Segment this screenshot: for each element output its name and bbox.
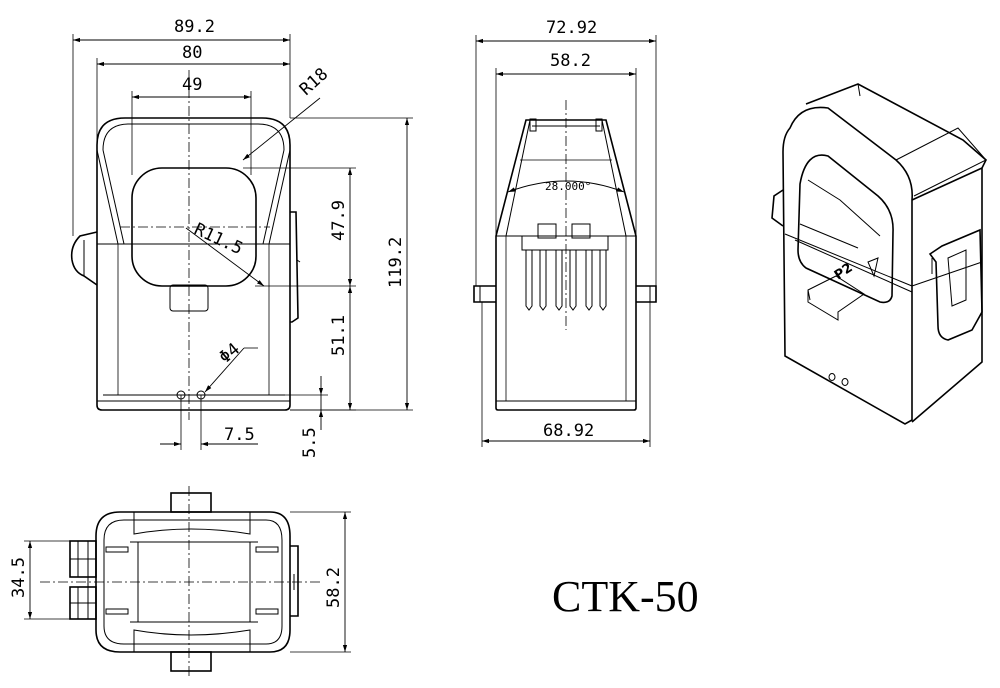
iso-front-face <box>782 106 913 425</box>
front-body-inner-outline <box>102 123 285 151</box>
dim-front-window-height: 47.9 <box>329 200 349 241</box>
iso-left-knob <box>771 189 784 227</box>
dim-front-overall-width: 89.2 <box>174 17 215 37</box>
side-view: 28.000° 72.92 58.2 68.92 <box>473 18 657 447</box>
dim-front-hole-spacing: 7.5 <box>224 425 255 445</box>
dim-front-window-width: 49 <box>182 75 202 95</box>
dim-front-window-radius: R11.5 <box>191 219 246 259</box>
top-body-outline <box>95 511 291 653</box>
dim-front-body-width: 80 <box>182 43 202 63</box>
iso-label-p2: P2 <box>832 260 856 283</box>
dim-side-base-width: 68.92 <box>543 421 594 441</box>
dim-top-depth: 34.5 <box>9 557 29 598</box>
front-view: 89.2 80 49 R18 47.9 R11.5 119.2 51.1 Φ4 … <box>70 17 413 458</box>
top-view: 34.5 58.2 <box>9 486 351 678</box>
dim-side-inner-width: 58.2 <box>550 51 591 71</box>
dim-front-overall-height: 119.2 <box>386 237 406 288</box>
top-tab-lower <box>170 651 212 672</box>
dim-top-width: 58.2 <box>324 567 344 608</box>
front-left-knob <box>70 231 98 286</box>
dim-side-angle: 28.000° <box>545 180 591 193</box>
top-left-latch <box>69 540 97 620</box>
dim-front-hole-offset: 5.5 <box>300 427 320 458</box>
isometric-view: P2 <box>771 83 987 425</box>
iso-right-face <box>911 166 983 423</box>
dim-front-hole-diameter: Φ4 <box>215 339 244 367</box>
front-right-clip <box>290 211 299 323</box>
top-right-latch <box>290 545 299 617</box>
iso-window <box>797 154 894 304</box>
top-tab-upper <box>170 492 212 513</box>
side-latch-pins <box>525 250 607 311</box>
side-body-outline <box>495 119 637 411</box>
front-body-outline <box>96 117 291 411</box>
model-label: CTK-50 <box>552 572 699 621</box>
iso-hole-right <box>841 378 849 386</box>
dim-front-lower-height: 51.1 <box>329 315 349 356</box>
iso-hole-left <box>828 373 836 381</box>
dim-front-top-radius: R18 <box>296 64 332 99</box>
iso-right-clip <box>928 228 983 341</box>
dim-side-top-width: 72.92 <box>546 18 597 38</box>
side-right-tab <box>636 285 657 303</box>
side-left-tab <box>473 285 496 303</box>
